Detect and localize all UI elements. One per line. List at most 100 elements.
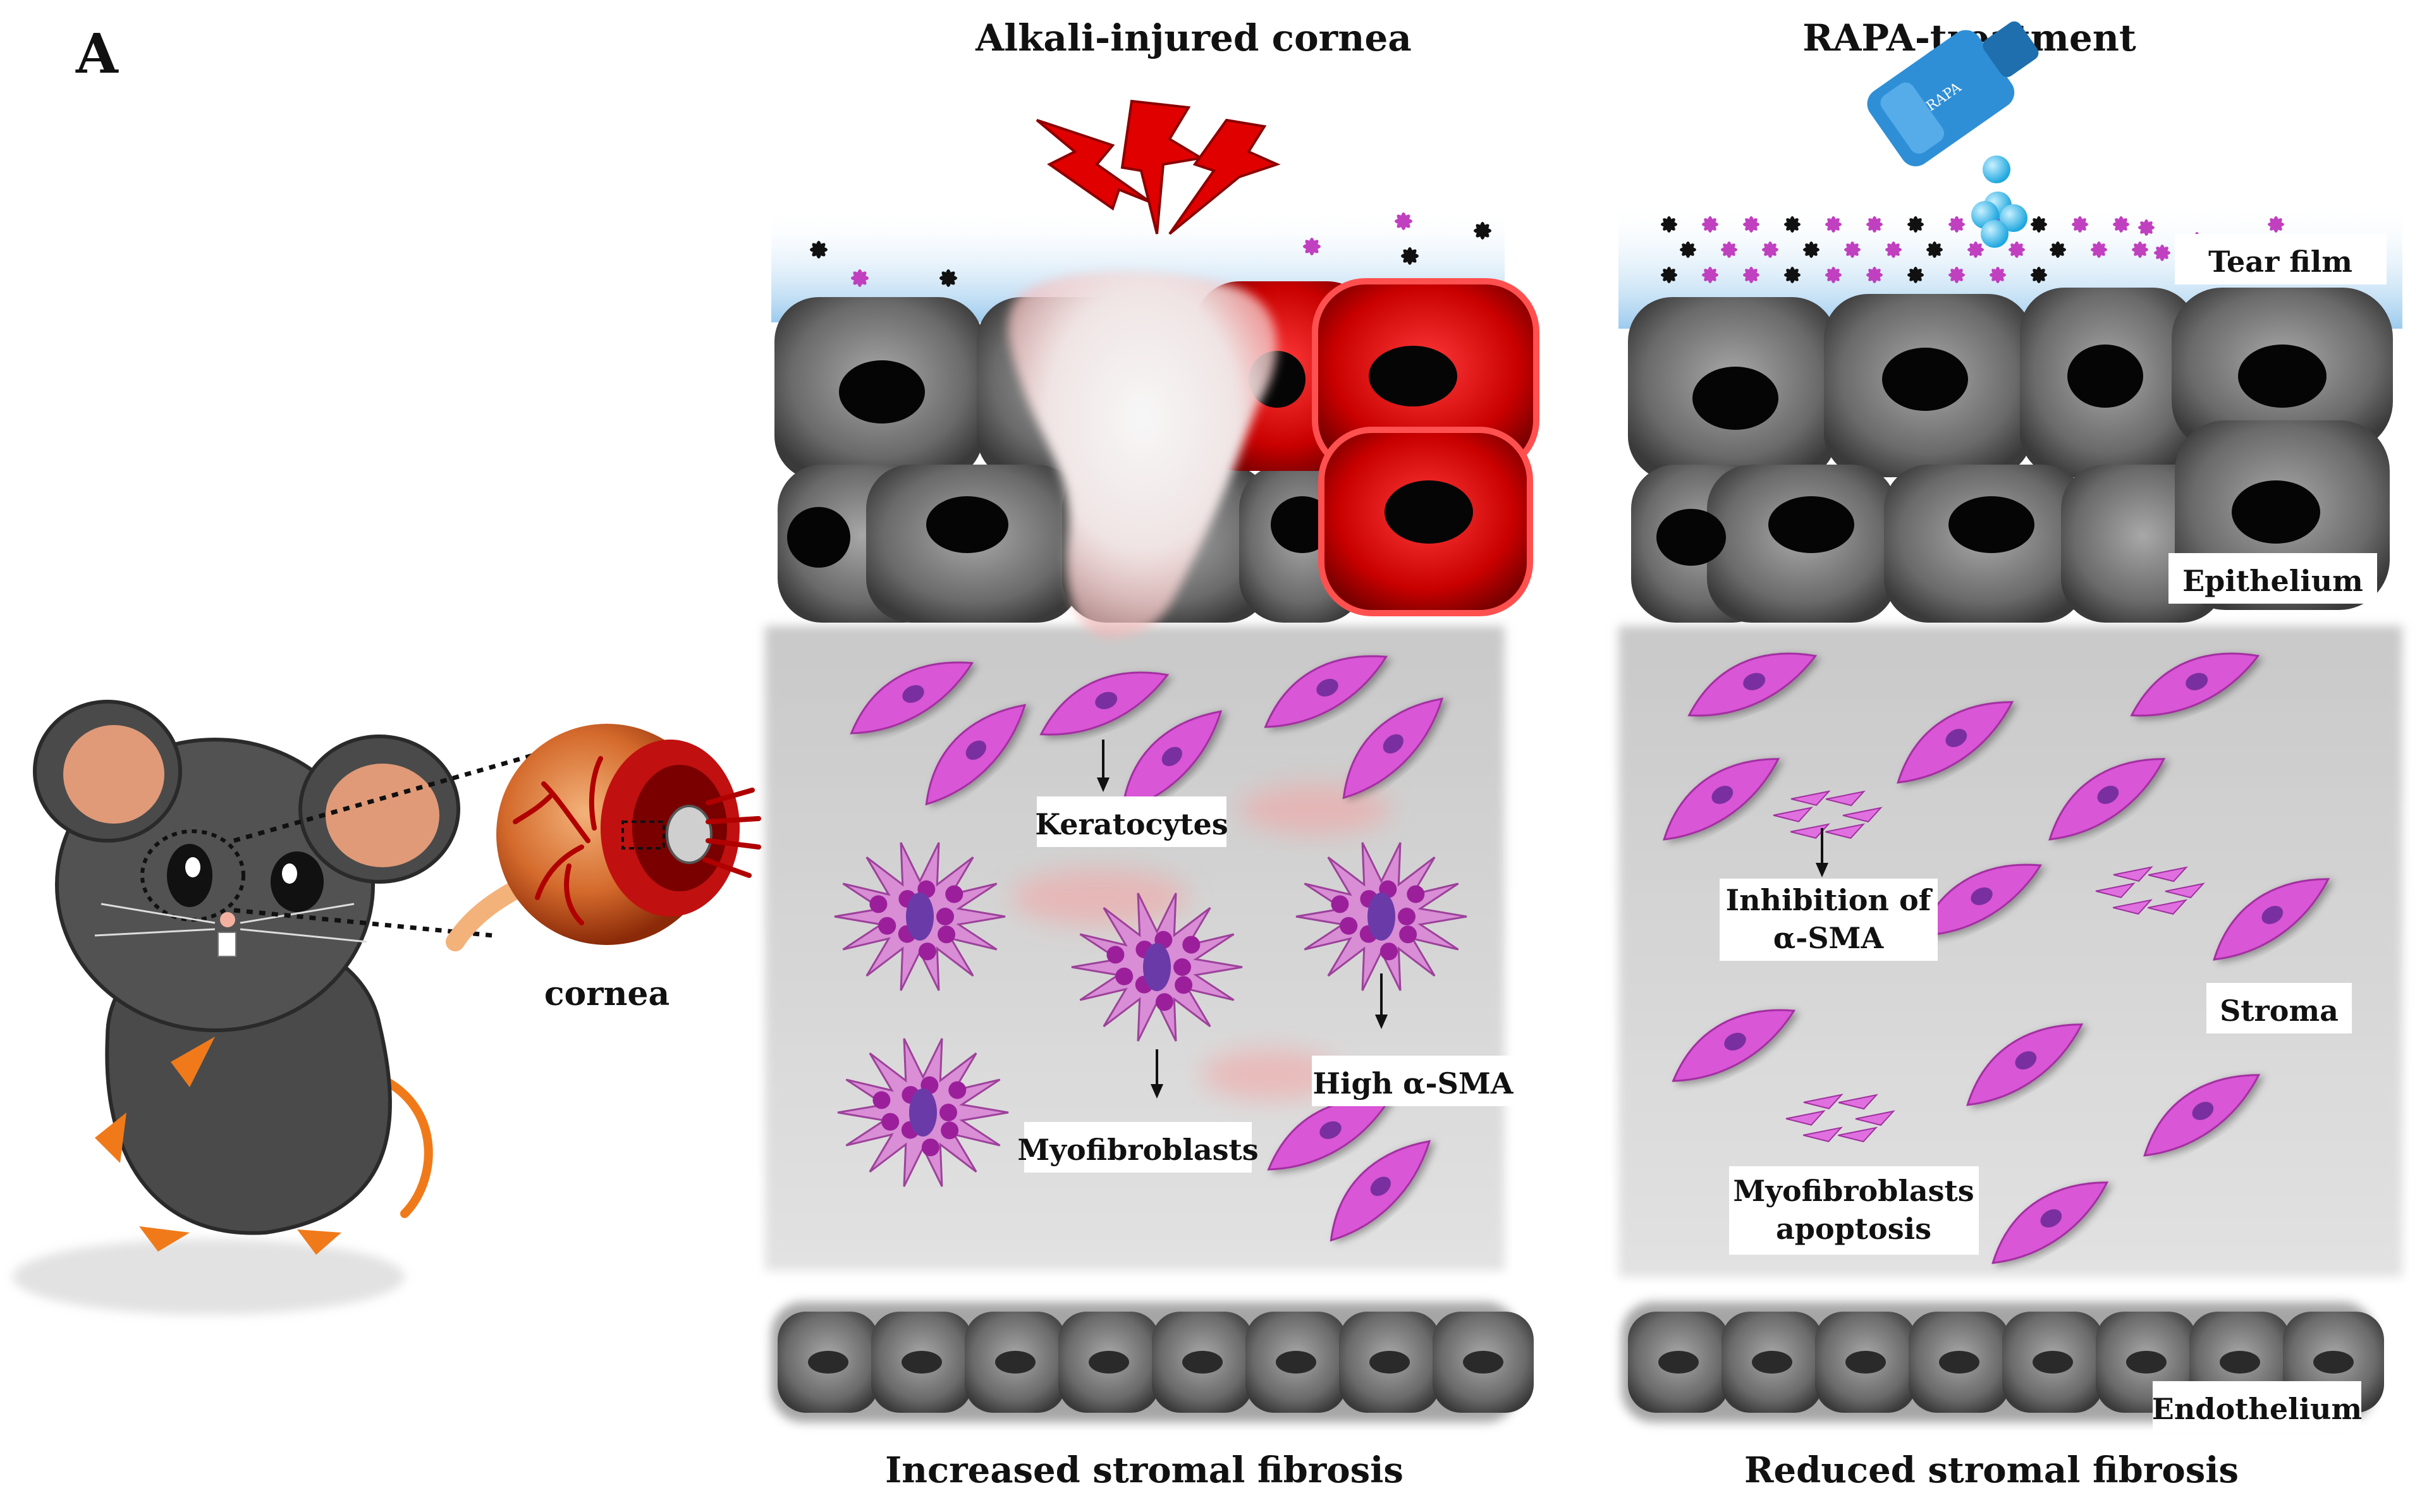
tear-particle [2009, 241, 2025, 258]
endothelial-cell [1339, 1312, 1440, 1413]
tear-particle [2072, 216, 2088, 233]
nucleus [1692, 367, 1778, 430]
tear-particle [1803, 241, 1819, 258]
keratocyte [1687, 652, 1818, 717]
endothelial-cell [1433, 1312, 1534, 1413]
tear-particle [2113, 216, 2129, 233]
tear-particle [1721, 241, 1737, 258]
tear-particle [1474, 222, 1491, 240]
tear-particle [851, 269, 869, 287]
keratocyte [1672, 1009, 1796, 1082]
keratocyte [2130, 652, 2260, 717]
caption-right: Reduced stromal fibrosis [1744, 1449, 2239, 1491]
tear-particle [1844, 241, 1861, 258]
tear-particle [1702, 267, 1718, 283]
tear-particle [1825, 216, 1842, 233]
tear-particle [1303, 238, 1321, 255]
tear-particle [1743, 216, 1759, 233]
tear-particle [1926, 241, 1943, 258]
endothelial-cell [965, 1312, 1066, 1413]
label-apoptosis-1: Myofibroblasts [1733, 1174, 1974, 1208]
label-inhibition-2: α-SMA [1773, 921, 1885, 955]
endothelial-cell [1152, 1312, 1253, 1413]
myofibroblast-cells [834, 842, 1467, 1187]
nucleus [1948, 496, 2034, 553]
drops-icon [1971, 155, 2027, 248]
nucleus [1656, 509, 1726, 566]
endothelial-cell [2002, 1312, 2103, 1413]
keratocyte [925, 704, 1027, 806]
tear-particle [2031, 267, 2047, 283]
tear-particle [1948, 267, 1965, 283]
nucleus [1768, 496, 1854, 553]
keratocyte [1121, 710, 1223, 812]
alkali-burn [1008, 271, 1277, 638]
tear-particle [2268, 216, 2284, 233]
keratocyte [1330, 1140, 1431, 1242]
tear-particle [1680, 241, 1696, 258]
keratocyte [1039, 671, 1170, 736]
keratocyte [1991, 1181, 2109, 1264]
keratocyte [2048, 758, 2166, 841]
tear-particle [2031, 216, 2047, 233]
label-inhibition-1: Inhibition of [1726, 883, 1933, 917]
label-stroma: Stroma [2220, 994, 2339, 1028]
label-apoptosis-2: apoptosis [1776, 1212, 1931, 1246]
tear-particle [2050, 241, 2066, 258]
tear-particle [810, 241, 828, 259]
myofibroblast [837, 1038, 1009, 1187]
keratocyte [1663, 758, 1780, 841]
tear-particle [1866, 267, 1883, 283]
keratocyte [1342, 697, 1444, 800]
tear-particle [1885, 241, 1902, 258]
endothelial-cell [1722, 1312, 1823, 1413]
tear-particle [1825, 267, 1842, 283]
endothelial-cell [1815, 1312, 1916, 1413]
keratocyte [1918, 863, 2043, 937]
tear-particle [1661, 216, 1677, 233]
endothelial-cell [1058, 1312, 1159, 1413]
myofibroblast [1071, 893, 1243, 1042]
keratocyte-cells [850, 652, 2330, 1264]
tear-particle [1784, 267, 1801, 283]
nucleus [926, 496, 1008, 553]
label-endothelium: Endothelium [2152, 1392, 2362, 1426]
tear-particle [1907, 216, 1924, 233]
nucleus [1882, 348, 1968, 411]
keratocyte [2213, 878, 2330, 961]
nucleus [787, 507, 850, 568]
mouse-illustration [13, 700, 544, 1315]
tear-particle [1967, 241, 1984, 258]
label-tear-film: Tear film [2208, 245, 2352, 279]
endothelial-cell [1628, 1312, 1729, 1413]
label-high-sma: High α-SMA [1313, 1066, 1514, 1100]
keratocyte [1264, 655, 1388, 728]
arrow-icon [1815, 828, 1829, 877]
tear-particle [1702, 216, 1718, 233]
endothelial-cell [871, 1312, 972, 1413]
apoptotic-fragment [1773, 790, 1883, 839]
label-myofibroblasts: Myofibroblasts [1017, 1133, 1258, 1167]
lightning-icon [1036, 99, 1281, 235]
tear-particle [1743, 267, 1759, 283]
apoptotic-fragment [2095, 866, 2205, 915]
tear-particle [1948, 216, 1965, 233]
panel-letter: A [75, 22, 119, 86]
title-injured: Alkali-injured cornea [975, 16, 1412, 59]
keratocyte [850, 661, 974, 735]
apoptotic-fragment [1785, 1094, 1895, 1143]
tear-particle [2138, 219, 2155, 236]
keratocyte [1897, 701, 2014, 784]
tear-particle [1661, 267, 1677, 283]
caption-left: Increased stromal fibrosis [885, 1449, 1404, 1491]
endothelial-cell [1245, 1312, 1347, 1413]
zoomed-eyeball-icon: cornea [446, 724, 761, 1013]
nucleus [2232, 480, 2320, 544]
tear-particle [2154, 245, 2170, 261]
rapa-bottle-icon: RAPA [1867, 21, 2039, 167]
nucleus [2067, 344, 2143, 408]
tear-particle [1395, 212, 1412, 230]
keratocyte [1966, 1023, 2084, 1106]
tear-particle [1762, 241, 1778, 258]
apoptotic-fragments [1773, 790, 2205, 1143]
